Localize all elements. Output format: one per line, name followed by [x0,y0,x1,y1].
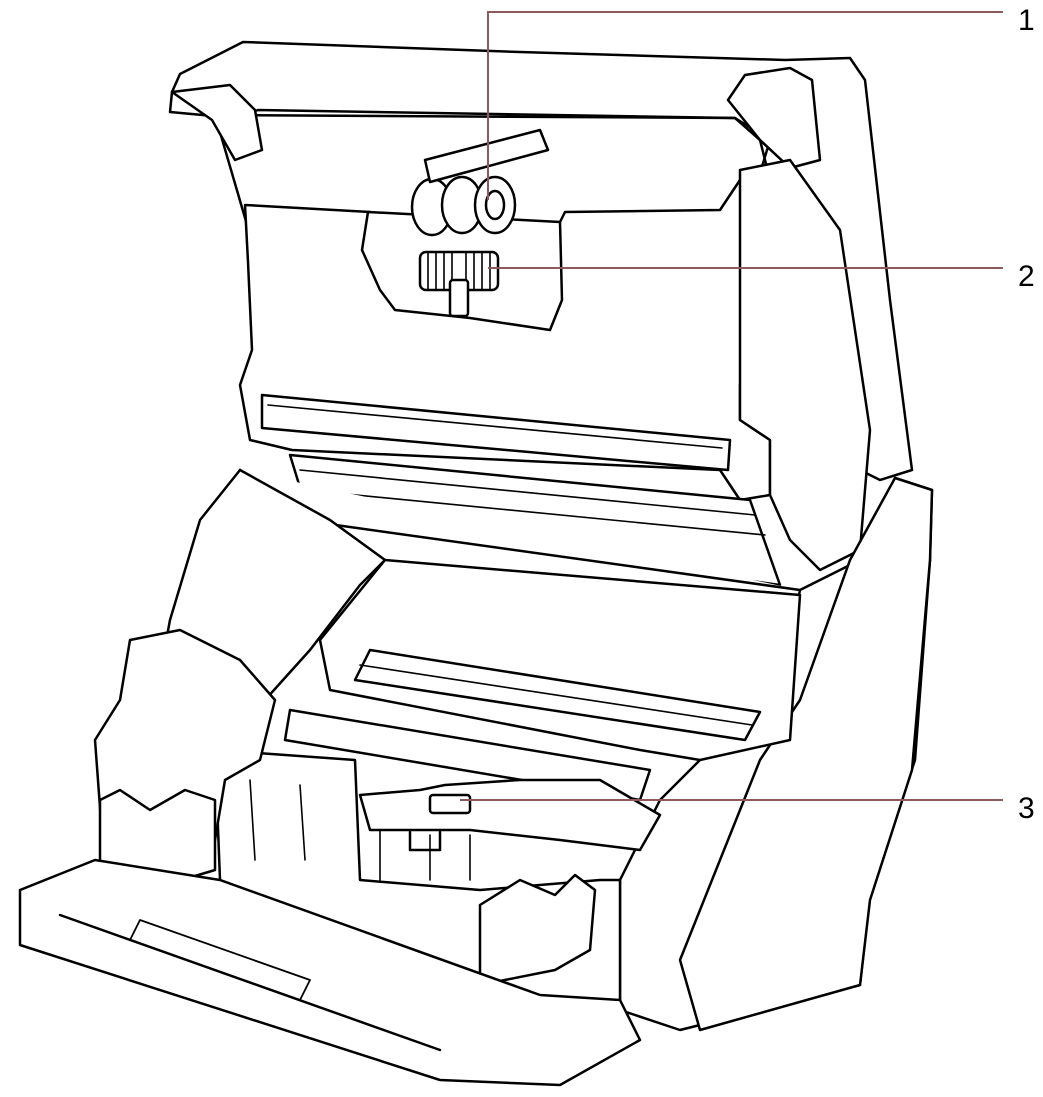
callout-number-2: 2 [1018,260,1035,293]
scanner-illustration [18,40,934,1087]
upper-flap-line [299,469,766,536]
callout-number-3: 3 [1018,792,1035,825]
chute-extension [129,919,311,1001]
brake-roller [418,250,500,318]
cover-hinge-left [170,83,264,162]
pick-roller [410,128,550,237]
body-right-face [678,476,934,1032]
lower-glass-line [359,664,753,726]
side-guide-right [478,873,597,987]
callout-leaders [460,11,1003,801]
cover-hinge-right [726,66,822,170]
chute-lines [249,779,471,881]
separator-pad [358,778,662,852]
upper-glass-line [267,404,723,449]
callout-number-1: 1 [1018,4,1035,37]
upper-side-panel [738,158,872,572]
leader-line-1 [487,11,1003,200]
upper-glass [260,393,732,472]
chute-tray [18,858,642,1087]
